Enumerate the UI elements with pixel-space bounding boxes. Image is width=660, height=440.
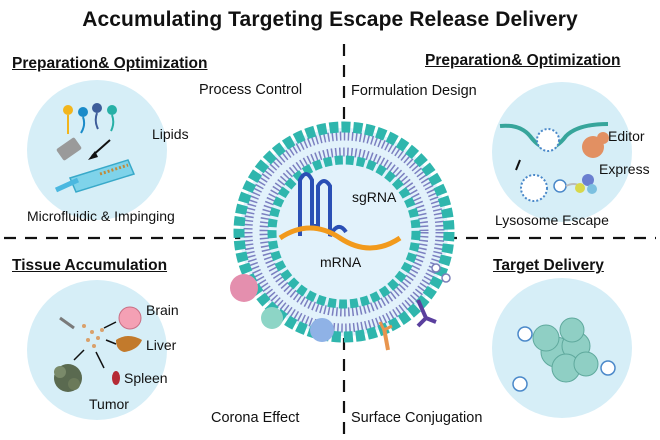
editor-label: Editor [608,128,645,144]
preparation-left-circle [27,80,167,220]
sgrna-label: sgRNA [352,189,397,205]
endosome-icon [520,174,548,202]
lipid-molecules-icon [63,103,117,134]
bottom-right-heading: Target Delivery [493,257,604,274]
syringe-icon [56,137,82,161]
target-cell-cluster-icon [532,317,599,383]
express-label: Express [599,161,650,177]
formulation-design-label: Formulation Design [351,83,477,99]
express-protein-icon [582,174,594,186]
nanoparticle-dots [82,324,104,348]
mrna-strand-icon [278,225,402,251]
mrna-label: mRNA [320,254,362,270]
diagram-title: Accumulating Targeting Escape Release De… [82,8,578,31]
bottom-left-heading: Tissue Accumulation [12,257,168,274]
liver-icon [116,336,142,352]
sgrna-strand-icon [298,172,348,237]
targeted-lnp-icon [517,326,533,342]
preparation-right-circle [492,82,632,222]
brain-label: Brain [146,302,179,318]
surface-conjugation-label: Surface Conjugation [351,410,483,426]
top-left-heading: Preparation& Optimization [12,55,208,72]
injection-arrow [59,316,75,330]
top-right-heading: Preparation& Optimization [425,52,621,69]
tumor-label: Tumor [89,396,129,412]
brain-icon [118,306,142,330]
lipids-label: Lipids [152,126,189,142]
spleen-icon [112,371,120,385]
process-control-label: Process Control [199,82,303,98]
microfluidic-label: Microfluidic & Impinging [27,208,175,224]
conjugated-ligands-icon [378,263,451,351]
microfluidic-channel-icon [68,159,136,193]
corona-effect-label: Corona Effect [211,410,300,426]
endocytosed-lnp-icon [536,128,560,152]
corona-proteins-icon [230,274,334,342]
lysosome-escape-label: Lysosome Escape [495,212,609,228]
liver-label: Liver [146,337,177,353]
spleen-label: Spleen [124,370,168,386]
